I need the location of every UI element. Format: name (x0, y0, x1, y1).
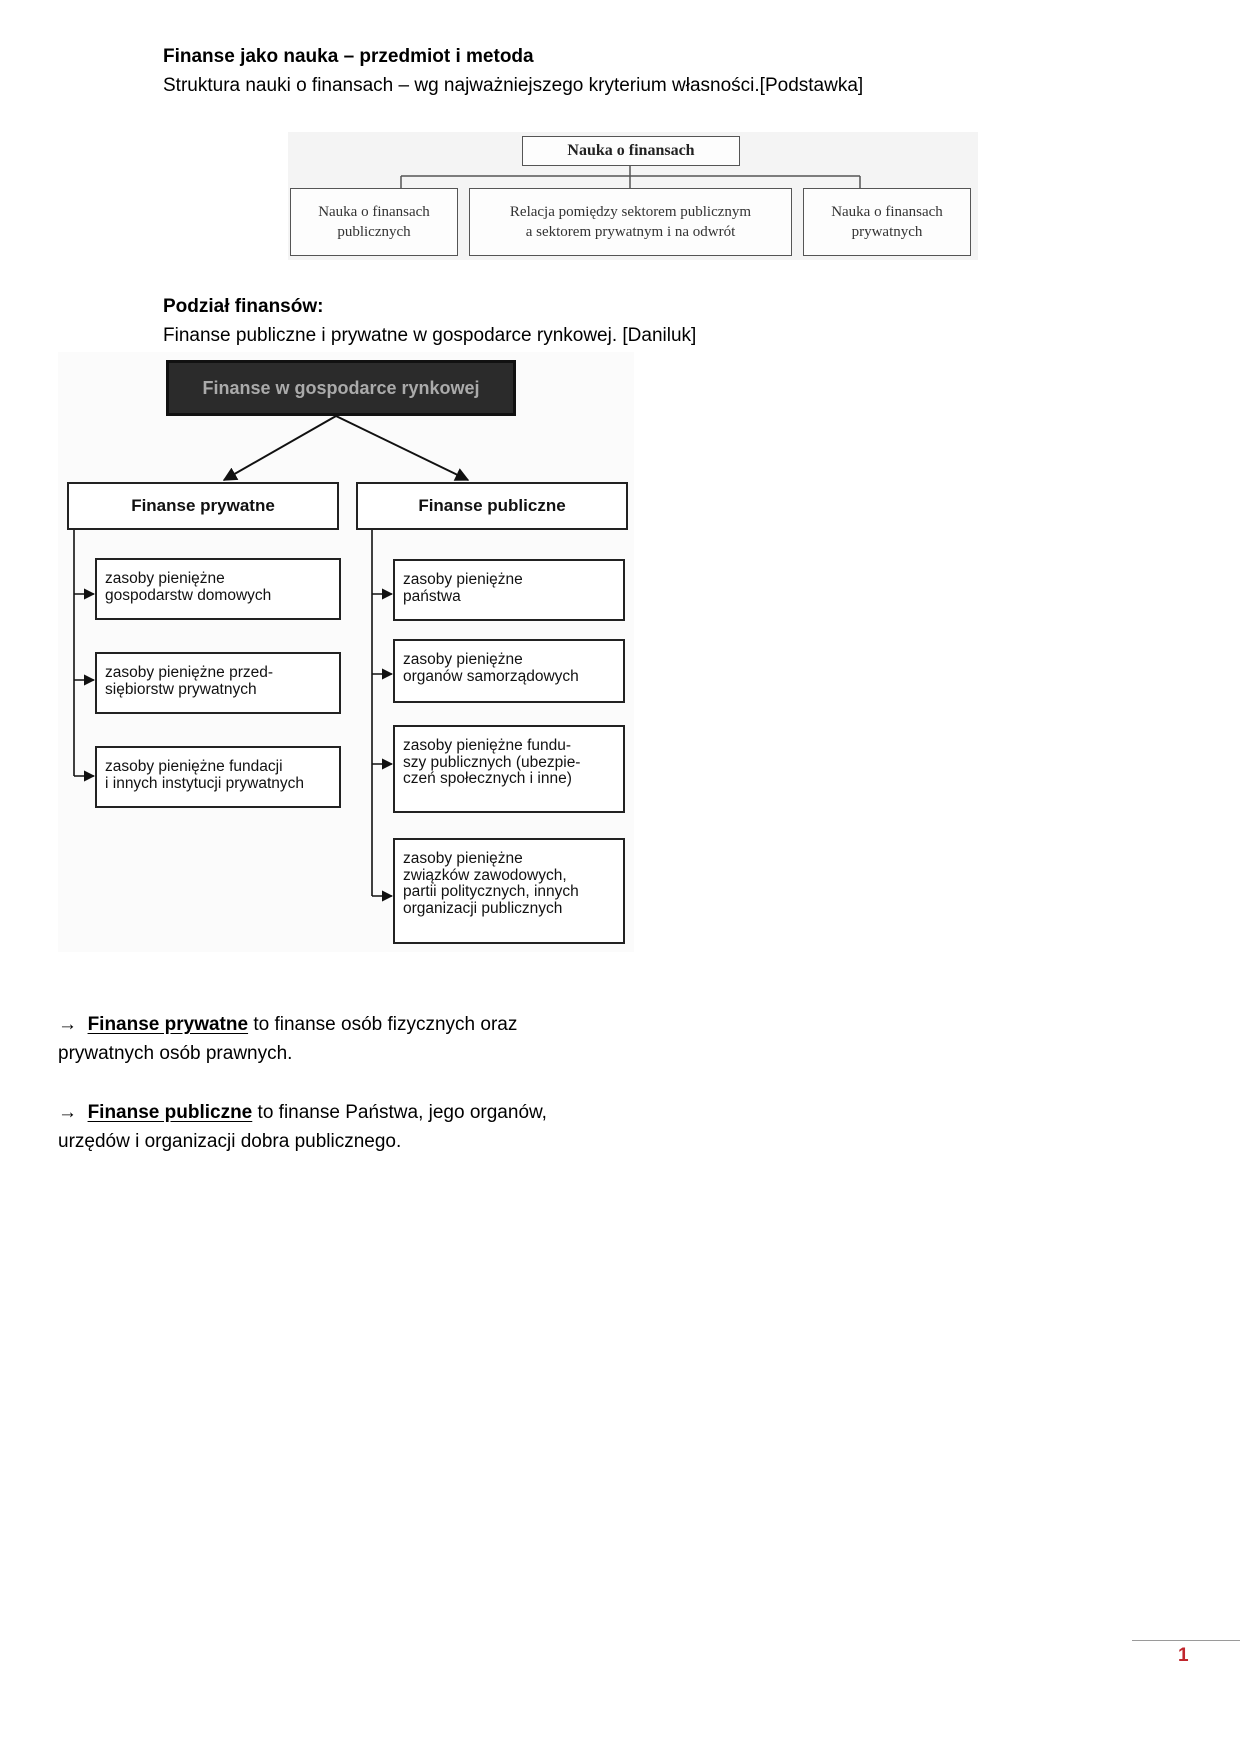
definition-text: to finanse osób fizycznych oraz (248, 1014, 518, 1035)
public-finance-science-box: Nauka o finansach publicznych (290, 188, 458, 256)
public-item-label: zasoby pieniężne fundu- szy publicznych … (403, 737, 581, 787)
arrow-right-icon: → (58, 1102, 77, 1123)
private-finance-science-line1: Nauka o finansach (831, 204, 943, 220)
private-item-label: zasoby pieniężne fundacji i innych insty… (105, 758, 304, 792)
public-item-box: zasoby pieniężne związków zawodowych, pa… (393, 838, 625, 944)
market-economy-finance-label: Finanse w gospodarce rynkowej (202, 377, 480, 398)
definition-public-line2: urzędów i organizacji dobra publicznego. (58, 1131, 402, 1152)
science-structure-diagram: Nauka o finansach Nauka o finansach publ… (288, 132, 978, 260)
root-box: Nauka o finansach (522, 136, 740, 166)
private-item-box: zasoby pieniężne gospodarstw domowych (95, 558, 341, 620)
private-item-box: zasoby pieniężne przed- siębiorstw prywa… (95, 652, 341, 714)
section-subtitle: Finanse publiczne i prywatne w gospodarc… (163, 325, 697, 346)
sector-relation-box: Relacja pomiędzy sektorem publicznym a s… (469, 188, 792, 256)
private-item-box: zasoby pieniężne fundacji i innych insty… (95, 746, 341, 808)
sector-relation-line2: a sektorem prywatnym i na odwrót (525, 224, 736, 240)
sector-relation-line1: Relacja pomiędzy sektorem publicznym (509, 204, 752, 220)
public-finance-science-line1: Nauka o finansach (318, 204, 430, 220)
page-number: 1 (1178, 1645, 1189, 1666)
private-finance-header-label: Finanse prywatne (131, 496, 275, 515)
definition-private-line2: prywatnych osób prawnych. (58, 1043, 293, 1064)
private-item-label: zasoby pieniężne gospodarstw domowych (105, 570, 272, 604)
market-economy-finance-box: Finanse w gospodarce rynkowej (166, 360, 516, 416)
definition-term: Finanse publiczne (87, 1102, 253, 1123)
definition-term: Finanse prywatne (87, 1014, 249, 1035)
definition-public-line1: → Finanse publiczne to finanse Państwa, … (58, 1098, 547, 1128)
arrow-right-icon: → (58, 1014, 77, 1035)
private-finance-science-box: Nauka o finansach prywatnych (803, 188, 971, 256)
public-finance-header-box: Finanse publiczne (356, 482, 628, 530)
section-title: Podział finansów: (163, 296, 324, 317)
root-label: Nauka o finansach (567, 142, 695, 159)
private-finance-science-line2: prywatnych (851, 224, 923, 240)
finance-division-diagram: Finanse w gospodarce rynkowej Finanse pr… (58, 352, 634, 952)
definition-private-line1: → Finanse prywatne to finanse osób fizyc… (58, 1010, 517, 1040)
diagram-arrows (73, 415, 470, 902)
definition-text: to finanse Państwa, jego organów, (252, 1102, 547, 1123)
private-item-label: zasoby pieniężne przed- siębiorstw prywa… (105, 664, 274, 698)
public-finance-header-label: Finanse publiczne (418, 496, 566, 515)
public-item-label: zasoby pieniężne państwa (403, 571, 523, 605)
public-finance-science-line2: publicznych (337, 224, 411, 240)
page-title: Finanse jako nauka – przedmiot i metoda (163, 46, 534, 67)
connector-lines (400, 166, 861, 188)
footer-divider (1132, 1640, 1240, 1641)
private-finance-header-box: Finanse prywatne (67, 482, 339, 530)
public-item-box: zasoby pieniężne organów samorządowych (393, 639, 625, 703)
public-item-box: zasoby pieniężne państwa (393, 559, 625, 621)
public-item-label: zasoby pieniężne organów samorządowych (403, 651, 579, 685)
public-item-label: zasoby pieniężne związków zawodowych, pa… (403, 850, 579, 917)
public-item-box: zasoby pieniężne fundu- szy publicznych … (393, 725, 625, 813)
page-subtitle: Struktura nauki o finansach – wg najważn… (163, 75, 864, 96)
